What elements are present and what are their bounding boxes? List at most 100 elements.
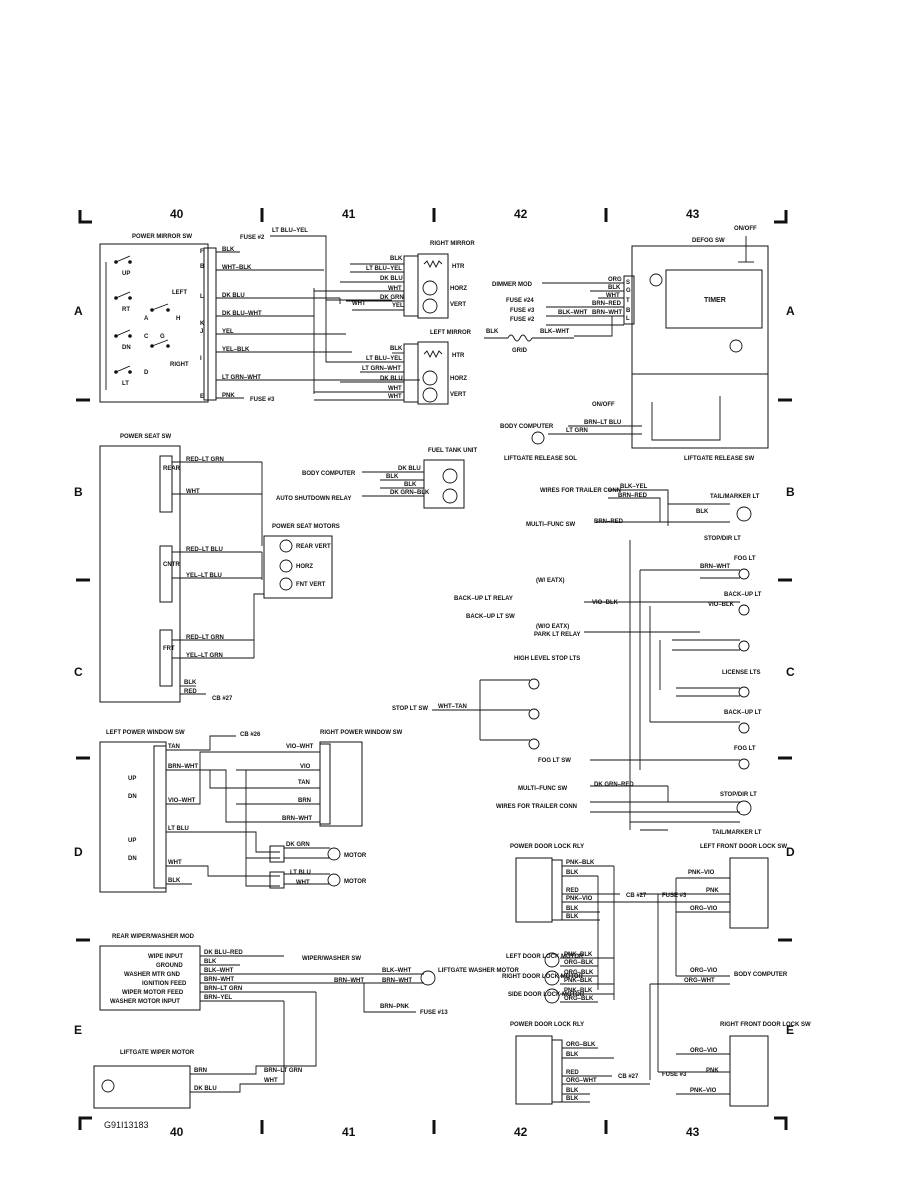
lm-wire-dk-blu: DK BLU xyxy=(380,376,403,382)
defog-section: ON/OFF DEFOG SW TIMER S G T B L DIMMER M… xyxy=(484,226,769,375)
door-wire-blk-2: BLK xyxy=(566,906,579,912)
pm-wire-pnk: PNK xyxy=(222,393,235,399)
door-wire-blk-r2b: BLK xyxy=(566,1088,579,1094)
row-label-right-e: E xyxy=(786,1023,794,1037)
door-wire-pnk-r2: PNK xyxy=(706,1068,719,1074)
liftgate-wire-brn-lt-blu: BRN–LT BLU xyxy=(584,420,621,426)
defog-pin-g: G xyxy=(626,288,631,294)
lamp-backup: BACK–UP LT xyxy=(724,592,762,598)
rm-wire-yel: YEL xyxy=(392,303,404,309)
row-label-left-b: B xyxy=(74,485,83,499)
seat-wire-red-lt-grn-2: RED–LT GRN xyxy=(186,635,224,641)
door-wire-blk-r2: BLK xyxy=(566,1052,579,1058)
seat-wire-blk: BLK xyxy=(184,680,197,686)
door-wire-pnk-blk: PNK–BLK xyxy=(566,860,595,866)
power-seat-title: POWER SEAT SW xyxy=(120,434,172,440)
lm-wire-lt-grn-wht: LT GRN–WHT xyxy=(362,366,401,372)
lamp-fog-2: FOG LT xyxy=(734,746,756,752)
pm-sw-right: RIGHT xyxy=(170,362,189,368)
mirror-switch-contacts xyxy=(105,255,170,390)
door-wire-org-vio-r2: ORG–VIO xyxy=(690,1048,718,1054)
win-sw-dn-2: DN xyxy=(128,856,137,862)
lamp-license: LICENSE LTS xyxy=(722,670,761,676)
pm-term-l: L xyxy=(200,294,204,300)
door-motor-wire-org-blk-2: ORG–BLK xyxy=(564,970,594,976)
fuel-wire-dk-blu: DK BLU xyxy=(398,466,421,472)
liftgate-body-computer: BODY COMPUTER xyxy=(500,424,554,430)
lamp-stop-dir: STOP/DIR LT xyxy=(704,536,741,542)
col-label-top-43: 43 xyxy=(686,207,700,221)
left-mirror-body xyxy=(417,341,449,405)
lamp-backup-2: BACK–UP LT xyxy=(724,710,762,716)
seat-wire-yel-lt-blu: YEL–LT BLU xyxy=(186,573,222,579)
seat-section-frt: FRT xyxy=(163,646,175,652)
fuel-input-asd-relay: AUTO SHUTDOWN RELAY xyxy=(276,496,351,502)
lights-backup-relay: BACK–UP LT RELAY xyxy=(454,596,513,602)
wiper-washer-motor-wire-brn-wht-2: BRN–WHT xyxy=(334,978,364,984)
wiper-wire-blk-wht: BLK–WHT xyxy=(204,968,234,974)
win-cb: CB #26 xyxy=(240,732,261,738)
row-label-left-a: A xyxy=(74,304,83,318)
pm-term-e: E xyxy=(200,394,204,400)
door-left-front-sw: LEFT FRONT DOOR LOCK SW xyxy=(700,844,787,850)
lights-wo-eatx: (W/O EATX) xyxy=(536,624,569,630)
pm-sw-h: H xyxy=(176,316,180,322)
window-motor-1: MOTOR xyxy=(344,853,367,859)
win-wire-tan: TAN xyxy=(168,744,180,750)
defog-wire-org: ORG xyxy=(608,277,622,283)
row-label-left-e: E xyxy=(74,1023,82,1037)
defog-timer xyxy=(665,269,763,329)
door-wire-red: RED xyxy=(566,888,579,894)
power-seat-section: POWER SEAT SW REAR CNTR FRT RED–LT GRN W… xyxy=(99,434,340,703)
pm-sw-c: C xyxy=(144,334,149,340)
door-wire-pnk-r: PNK xyxy=(706,888,719,894)
lights-wire-vio-blk-2: VIO–BLK xyxy=(708,602,735,608)
right-mirror-connector xyxy=(403,255,419,317)
rear-wiper-section: REAR WIPER/WASHER MOD WIPE INPUT GROUND … xyxy=(93,934,519,1109)
pm-term-b: B xyxy=(200,264,205,270)
defog-input-dimmer: DIMMER MOD xyxy=(492,282,533,288)
door-wire-org-vio-r: ORG–VIO xyxy=(690,906,718,912)
win-sw-up-1: UP xyxy=(128,776,136,782)
door-right-front-sw: RIGHT FRONT DOOR LOCK SW xyxy=(720,1022,811,1028)
power-mirror-title: POWER MIRROR SW xyxy=(132,234,192,240)
col-label-bottom-42: 42 xyxy=(514,1125,528,1139)
wiper-wire-brn-wht: BRN–WHT xyxy=(204,977,234,983)
win-wire-brn: BRN xyxy=(298,798,311,804)
pm-sw-a: A xyxy=(144,316,149,322)
liftgate-on-off: ON/OFF xyxy=(592,402,615,408)
lights-wire-vio-blk: VIO–BLK xyxy=(592,600,619,606)
door-fuse-1: FUSE #3 xyxy=(662,893,687,899)
door-wire-blk-r2c: BLK xyxy=(566,1096,579,1102)
lights-stop-sw: STOP LT SW xyxy=(392,706,428,712)
fuel-wire-blk-2: BLK xyxy=(404,482,417,488)
lm-wire-blk: BLK xyxy=(390,346,403,352)
door-motor-wire-pnk-blk-1: PNK–BLK xyxy=(564,952,593,958)
defog-wire-blk: BLK xyxy=(608,285,621,291)
seat-wire-wht: WHT xyxy=(186,489,200,495)
lights-fog-sw: FOG LT SW xyxy=(538,758,571,764)
defog-on-off: ON/OFF xyxy=(734,226,757,232)
pm-wire-dk-blu-wht: DK BLU–WHT xyxy=(222,311,262,317)
lights-multi-func: MULTI–FUNC SW xyxy=(526,522,576,528)
liftgate-sol: LIFTGATE RELEASE SOL xyxy=(504,456,577,462)
wiper-motor-wire-wht: WHT xyxy=(264,1078,278,1084)
win-wire-blk: BLK xyxy=(168,878,181,884)
wiper-input-wipe: WIPE INPUT xyxy=(148,954,183,960)
pm-wire-yel-blk: YEL–BLK xyxy=(222,347,250,353)
door-wire-blk: BLK xyxy=(566,870,579,876)
row-label-left-c: C xyxy=(74,665,83,679)
wiper-motor-wire-dk-blu: DK BLU xyxy=(194,1086,217,1092)
wiper-washer-motor-wire-blk-wht: BLK–WHT xyxy=(382,968,412,974)
defog-wire-brn-wht: BRN–WHT xyxy=(592,310,622,316)
door-relay-title-1: POWER DOOR LOCK RLY xyxy=(510,844,584,850)
defog-wire-brn-red: BRN–RED xyxy=(592,301,622,307)
power-mirror-connector xyxy=(203,247,217,401)
pm-wire-lt-grn-wht: LT GRN–WHT xyxy=(222,375,261,381)
wiper-input-ground: GROUND xyxy=(156,963,183,969)
seat-wire-red-lt-blu: RED–LT BLU xyxy=(186,547,223,553)
rm-wire-wht-2: WHT xyxy=(352,301,366,307)
fuel-tank-box xyxy=(423,459,465,509)
defog-switch-box xyxy=(631,245,769,375)
wiper-input-motor-feed: WIPER MOTOR FEED xyxy=(122,990,184,996)
